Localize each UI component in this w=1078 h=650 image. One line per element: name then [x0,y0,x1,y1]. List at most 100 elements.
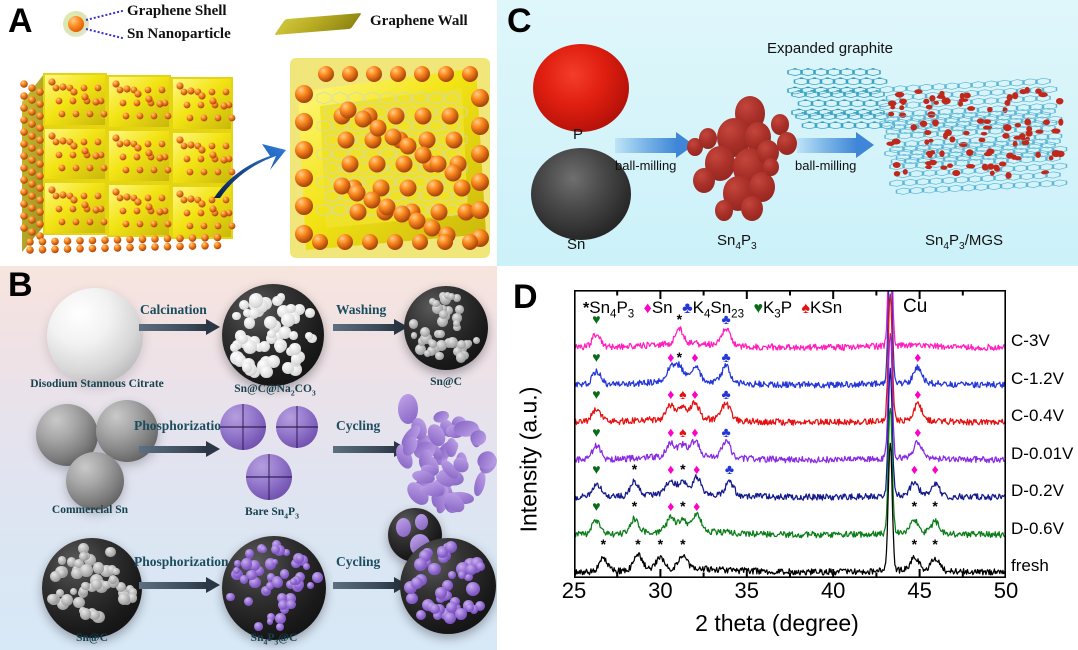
surface-particle [71,567,83,579]
chart-legend: *Sn4P3 ♦Sn ♣K4Sn23 ♥K3P ♠KSn [583,298,842,320]
peak-marker-Sn4P3: * [680,460,686,477]
surface-particle [277,599,288,610]
surface-particle [442,580,454,592]
peak-marker-Sn: ♦ [914,386,922,403]
legend-symbol-K4Sn23: ♣ [682,300,693,317]
peak-marker-Sn: ♦ [914,423,922,440]
graphene-cell-block-zoomed [290,58,490,258]
surface-particle [444,291,452,299]
surface-particle [291,315,301,325]
surface-particle [419,550,431,563]
red-phosphorus-powder [533,44,629,132]
surface-particle [406,592,418,605]
surface-particle [466,581,481,596]
surface-particle [91,579,102,590]
peak-marker-Sn4P3: * [635,535,641,552]
surface-particle [449,596,460,607]
legend-sn-nanoparticle: Sn Nanoparticle [127,26,231,42]
label-disodium-stannous-citrate: Disodium Stannous Citrate [30,378,164,390]
surface-particle [469,605,479,614]
expanded-graphite-sheets-icon [787,68,895,130]
surface-particle [434,586,447,599]
legend-graphene-shell: Graphene Shell [127,3,227,19]
arrow-cycling-row2 [333,441,408,457]
surface-particle [429,603,440,615]
surface-particle [92,562,105,575]
bare-sn4p3-particle [246,454,292,500]
surface-particle [453,323,461,332]
surface-particle [475,600,486,611]
surface-particle [57,556,66,565]
surface-particle [275,613,286,624]
peak-marker-Sn: ♦ [691,423,699,440]
surface-particle [254,622,264,632]
xrd-curve [574,407,1006,539]
surface-particle [305,308,316,318]
x-tick-label: 25 [561,578,587,603]
surface-particle [456,340,466,350]
panel-b-letter: B [8,266,33,304]
surface-particle [249,576,261,589]
surface-particle [302,562,311,571]
sn-c-sphere-row1 [404,286,488,370]
surface-particle [444,541,457,554]
surface-particle [428,562,441,576]
legend-label-Sn: Sn [651,298,683,317]
surface-particle [230,343,239,352]
sn-nanoparticle-icon [68,16,84,32]
sn4p3-particle-cluster [687,92,809,224]
surface-particle [290,577,297,585]
x-tick-label: 30 [648,578,673,603]
legend-graphene-wall: Graphene Wall [370,13,468,29]
surface-particle [225,592,235,602]
bare-sn4p3-particle [220,404,266,450]
surface-particle [248,560,260,572]
xrd-curve [574,332,1006,464]
curve-label-D-0.2V: D-0.2V [1011,481,1064,501]
surface-particle [50,571,61,583]
surface-particle [74,558,84,569]
peak-marker-Sn: ♦ [667,460,675,477]
peak-marker-Sn: ♦ [667,423,675,440]
surface-particle [306,582,314,589]
curve-label-D-0.01V: D-0.01V [1011,443,1074,463]
surface-particle [47,593,58,605]
surface-particle [232,566,240,574]
surface-particle [472,336,480,344]
peak-marker-K4Sn23: ♣ [721,311,731,328]
surface-particle [411,577,423,589]
step-washing: Washing [336,302,387,317]
sn4p3-particle [715,200,733,221]
x-tick-label: 50 [993,578,1019,603]
surface-particle [118,593,131,606]
surface-particle [254,566,264,577]
surface-particle [243,339,258,355]
label-sn-c-na2co3: Sn@C@Na2CO3 [234,383,316,398]
surface-particle [127,592,138,603]
x-axis-label: 2 theta (degree) [695,610,859,636]
xrd-curve [574,442,1006,576]
curve-label-D-0.6V: D-0.6V [1011,518,1064,538]
peak-marker-Sn: ♦ [931,460,939,477]
surface-particle [455,304,464,314]
surface-particle [410,332,418,339]
label-sn4p3-mgs: Sn4P3/MGS [925,232,1004,252]
peak-marker-K4Sn23: ♣ [721,386,731,403]
peak-marker-K4Sn23: ♣ [724,460,735,477]
leader-line-shell [85,9,124,21]
surface-particle [439,293,451,305]
surface-particle [464,572,474,582]
surface-particle [128,588,138,598]
peak-marker-Sn4P3: * [631,498,638,515]
step-calcination: Calcination [140,302,207,317]
surface-particle [286,599,296,610]
surface-particle [455,352,466,363]
disodium-stannous-citrate-sphere [47,288,143,384]
surface-particle [290,353,303,365]
step-ball-milling-1: ball-milling [615,158,677,173]
peak-marker-K3P: ♥ [592,386,601,403]
peak-marker-Sn4P3: * [600,535,607,552]
surface-particle [80,564,93,577]
tin-powder [531,148,631,240]
label-sn4p3: Sn4P3 [717,232,757,252]
